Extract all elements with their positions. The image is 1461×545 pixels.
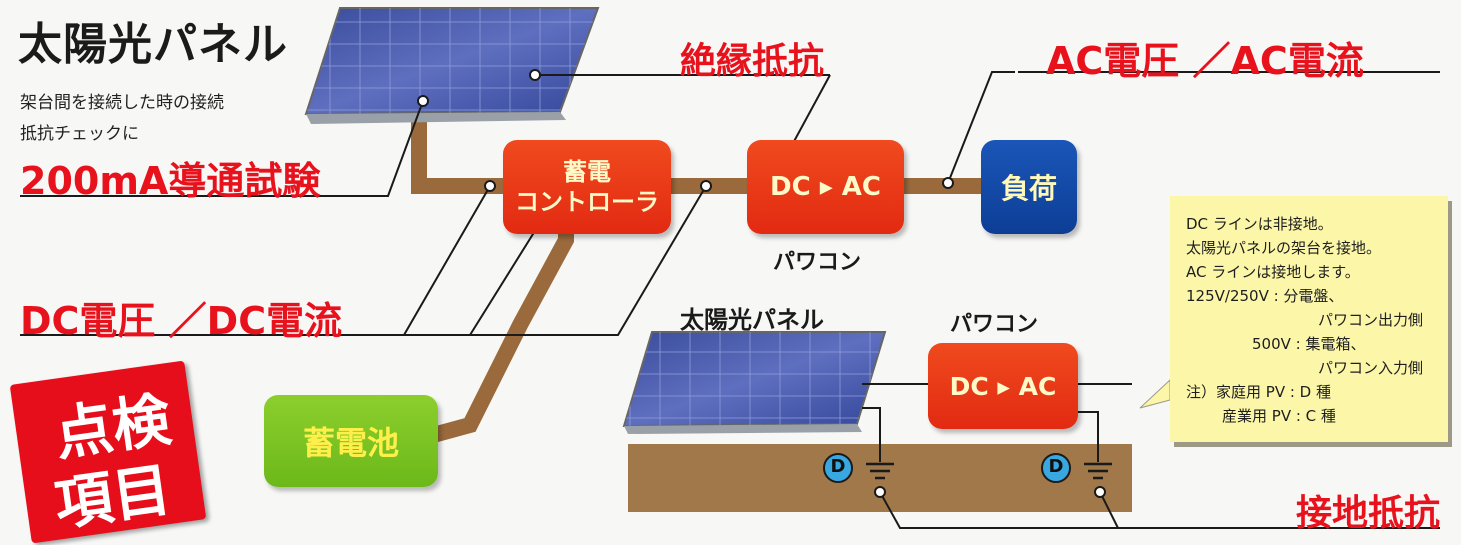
ground-class-d-left: D <box>830 456 846 477</box>
solar-panel-top <box>304 7 600 124</box>
charge-controller-line-2: コントローラ <box>515 188 659 216</box>
subtitle-line-1: 架台間を接続した時の接続 <box>20 93 224 113</box>
note-line-8: 注）家庭用 PV : D 種 <box>1186 383 1331 401</box>
load-box: 負荷 <box>981 140 1077 234</box>
note-line-4: 125V/250V : 分電盤、 <box>1186 287 1344 305</box>
solar-panel-bottom <box>622 331 887 434</box>
note-tail <box>1139 378 1171 409</box>
note-line-5: パワコン出力側 <box>1318 311 1424 329</box>
grounding-note: DC ラインは非接地。 太陽光パネルの架台を接地。 AC ラインは接地します。 … <box>1170 196 1448 442</box>
ground-class-d-right: D <box>1048 456 1064 477</box>
note-line-6: 500V : 集電箱、 <box>1252 335 1366 353</box>
insulation-resistance-label: 絶縁抵抗 <box>680 41 825 82</box>
battery-box: 蓄電池 <box>264 395 438 487</box>
subtitle-line-2: 抵抗チェックに <box>20 124 139 144</box>
inverter-box-bottom: DC ▸ AC <box>928 343 1078 429</box>
note-line-7: パワコン入力側 <box>1318 359 1424 377</box>
measurement-dots <box>417 69 1106 498</box>
ground-symbols <box>866 462 1112 480</box>
solar-panel-bottom-caption: 太陽光パネル <box>680 306 824 334</box>
ground-d-circles <box>823 453 1071 483</box>
pawakon-caption-bottom: パワコン <box>950 312 1039 337</box>
inverter-box-top: DC ▸ AC <box>747 140 904 234</box>
note-line-9: 産業用 PV : C 種 <box>1222 407 1336 425</box>
dc-voltage-current-label: DC電圧 ／DC電流 <box>20 299 343 343</box>
conduction-test-label: 200mA導通試験 <box>20 159 321 203</box>
charge-controller-box: 蓄電 コントローラ <box>503 140 671 234</box>
page-title: 太陽光パネル <box>18 19 288 70</box>
ground-resistance-label: 接地抵抗 <box>1296 493 1441 534</box>
ac-voltage-current-label: AC電圧 ／AC電流 <box>1046 39 1364 83</box>
pawakon-caption-top: パワコン <box>773 250 862 275</box>
charge-controller-line-1: 蓄電 <box>563 158 611 186</box>
inspection-items-badge: 点検 項目 <box>9 360 207 544</box>
note-line-1: DC ラインは非接地。 <box>1186 215 1333 233</box>
note-line-2: 太陽光パネルの架台を接地。 <box>1186 239 1382 257</box>
note-line-3: AC ラインは接地します。 <box>1186 263 1360 281</box>
